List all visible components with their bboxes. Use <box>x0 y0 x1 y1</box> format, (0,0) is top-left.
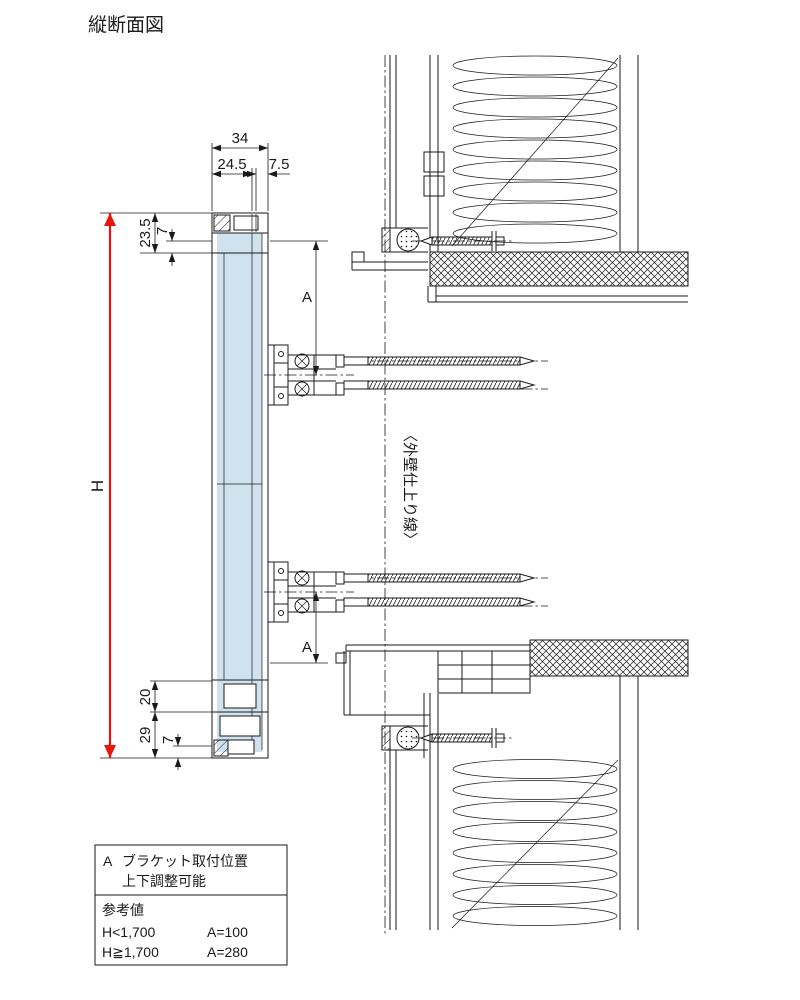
wall-finish-line-label: 〈外壁仕上り線〉 <box>401 427 418 547</box>
dimensions-left: 23.5 7 20 29 7 <box>100 212 212 770</box>
wood-blocking-bottom <box>529 639 689 677</box>
page-title: 縦断面図 <box>88 14 164 36</box>
dim-bracket-offset-upper: A <box>302 289 312 306</box>
dim-overall-height: H <box>88 480 107 492</box>
dimensions-top: 34 24.5 7.5 <box>211 130 290 211</box>
table-reference-title: 参考値 <box>102 902 144 918</box>
table-note-line1: ブラケット取付位置 <box>122 853 248 869</box>
wall-finish-centerline: 〈外壁仕上り線〉 <box>384 55 418 935</box>
wood-blocking-top <box>429 251 689 287</box>
brace-diagonal-bottom <box>451 759 619 929</box>
table-row2-value: A=280 <box>207 944 248 960</box>
dim-top-cap-inner: 7 <box>154 227 171 235</box>
dim-panel-width-right: 7.5 <box>269 156 290 173</box>
panel-outline <box>211 212 269 759</box>
window-head-frame <box>335 644 531 758</box>
dim-top-cap-height: 23.5 <box>137 218 154 247</box>
dim-panel-width-left: 24.5 <box>217 156 246 173</box>
flashing-detail-top <box>351 227 514 271</box>
wall-structure-top <box>351 55 689 303</box>
sealant-backer-top <box>396 228 420 252</box>
dimension-bracket-lower: A <box>270 592 328 664</box>
table-note-line2: 上下調整可能 <box>122 873 206 889</box>
legend-table: A ブラケット取付位置 上下調整可能 参考値 H<1,700 A=100 H≧1… <box>94 844 288 966</box>
dim-bottom-cap-height: 29 <box>137 727 154 744</box>
table-row1-value: A=100 <box>207 924 248 940</box>
wall-structure-bottom <box>335 639 689 930</box>
dimension-bracket-upper: A <box>270 240 328 375</box>
fastener-screw-top <box>412 231 514 251</box>
dim-bottom-cap-inner: 7 <box>160 736 177 744</box>
fastener-screw-bottom <box>412 728 514 748</box>
dimension-overall-height: H <box>88 213 116 758</box>
panel-body-fill <box>217 233 262 752</box>
dim-bracket-offset-lower: A <box>302 639 312 656</box>
screen-panel <box>211 212 269 759</box>
table-row2-condition: H≧1,700 <box>102 944 159 960</box>
brace-diagonal-top <box>451 57 619 247</box>
dim-panel-width-total: 34 <box>232 130 249 147</box>
dim-bottom-box-height: 20 <box>137 689 154 706</box>
table-row1-condition: H<1,700 <box>102 924 156 940</box>
table-note-key: A <box>103 853 113 869</box>
top-cap-hatch <box>213 214 231 232</box>
